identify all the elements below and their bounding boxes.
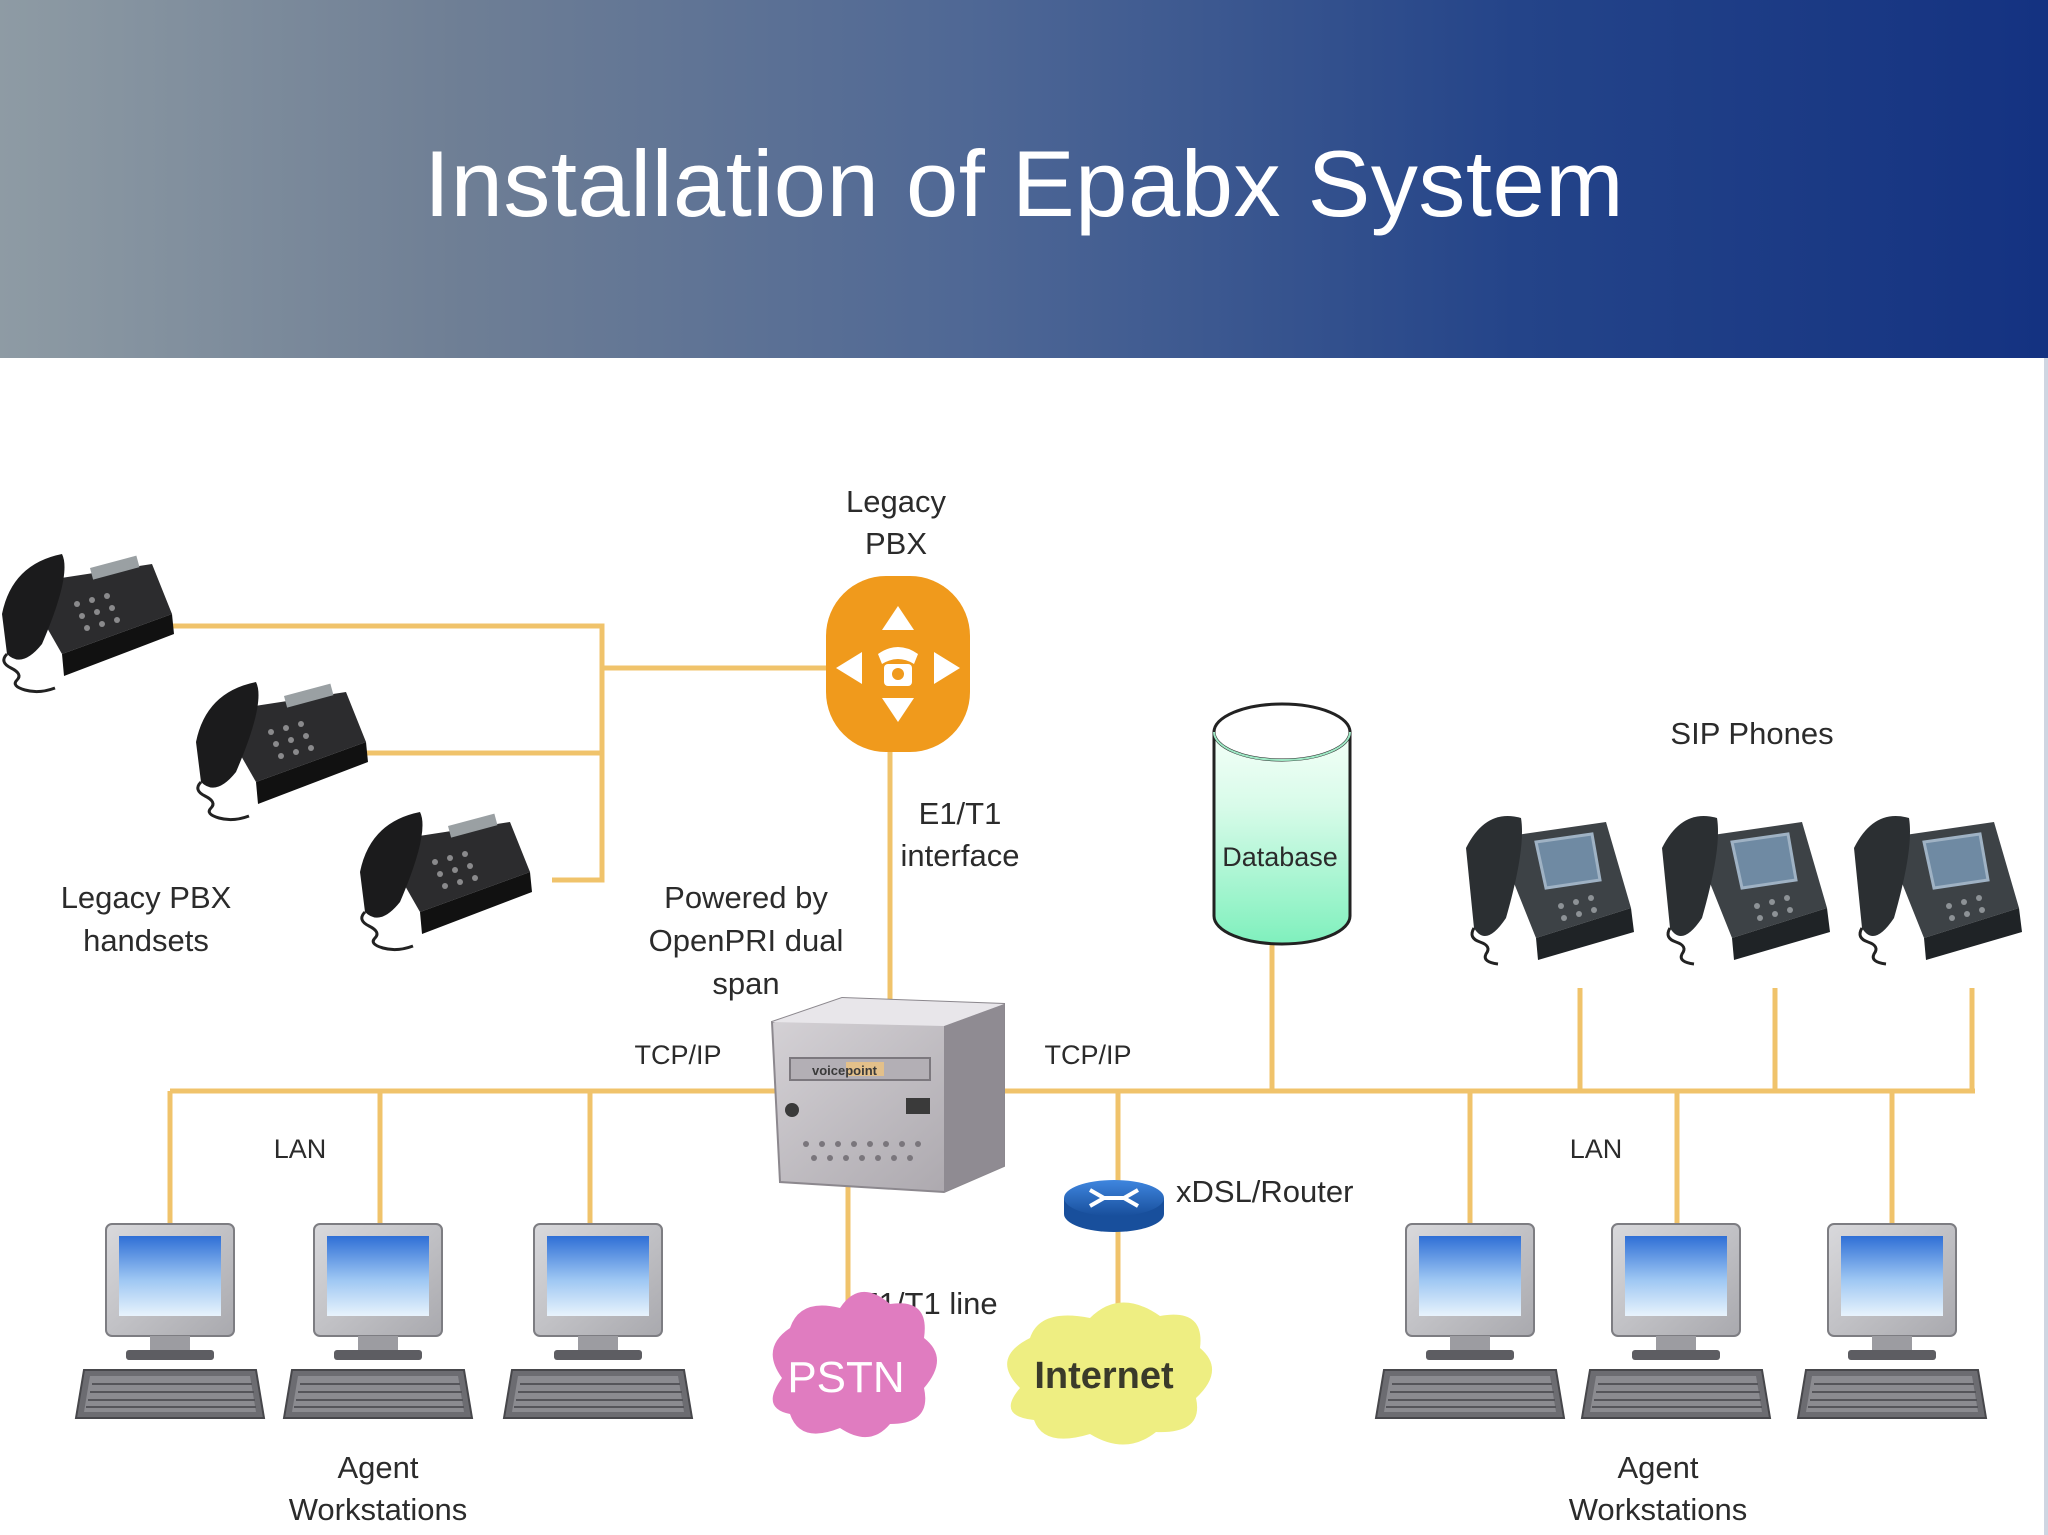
sip-phone-icon — [1464, 814, 1636, 966]
pstn-cloud-icon — [772, 1291, 937, 1438]
sip-phone-icon — [1660, 814, 1832, 966]
legacy-handset-icon — [0, 552, 176, 694]
internet-cloud-icon — [1007, 1302, 1213, 1445]
slide-border — [2044, 358, 2048, 1535]
sip-phone-icon — [1852, 814, 2024, 966]
agents-right-label-line1: Agent — [1617, 1450, 1698, 1485]
agents-left-label-line1: Agent — [337, 1450, 418, 1485]
legacy-pbx-icon — [826, 576, 970, 752]
router-icon — [1064, 1180, 1164, 1232]
workstation-icon — [1581, 1223, 1771, 1419]
workstation-icon — [75, 1223, 265, 1419]
legacy-pbx-label-line2: PBX — [865, 526, 927, 561]
title-banner: Installation of Epabx System — [0, 0, 2048, 358]
agents-right-label-line2: Workstations — [1569, 1492, 1748, 1527]
server-brand: voicepoint — [812, 1063, 878, 1078]
agents-left-label-line2: Workstations — [289, 1492, 468, 1527]
database-label: Database — [1222, 842, 1338, 872]
tcpip-left-label: TCP/IP — [634, 1040, 721, 1070]
powered-by-label-line2: OpenPRI dual — [649, 923, 844, 958]
internet-label: Internet — [1034, 1355, 1174, 1397]
lan-left-label: LAN — [274, 1134, 327, 1164]
pstn-label: PSTN — [787, 1353, 904, 1402]
legacy-pbx-label-line1: Legacy — [846, 484, 946, 519]
network-diagram: Legacy PBX E1/T1 interface Powered by Op… — [0, 484, 2024, 1527]
legacy-handset-icon — [358, 810, 534, 952]
sip-phones-label: SIP Phones — [1670, 716, 1833, 751]
powered-by-label-line3: span — [712, 966, 779, 1001]
legacy-handset-icon — [194, 680, 370, 822]
workstation-icon — [1797, 1223, 1987, 1419]
legacy-handsets-label-line2: handsets — [83, 923, 209, 958]
slide-title: Installation of Epabx System — [423, 131, 1625, 236]
database-icon — [1212, 702, 1352, 946]
powered-by-label-line1: Powered by — [664, 880, 828, 915]
lan-right-label: LAN — [1570, 1134, 1623, 1164]
workstation-icon — [283, 1223, 473, 1419]
workstation-icon — [1375, 1223, 1565, 1419]
legacy-handsets-label-line1: Legacy PBX — [61, 880, 232, 915]
e1t1-interface-label-line1: E1/T1 — [919, 796, 1002, 831]
workstation-icon — [503, 1223, 693, 1419]
router-label: xDSL/Router — [1176, 1174, 1353, 1209]
server-icon: voicepoint — [770, 996, 1005, 1194]
e1t1-interface-label-line2: interface — [901, 838, 1020, 873]
tcpip-right-label: TCP/IP — [1044, 1040, 1131, 1070]
